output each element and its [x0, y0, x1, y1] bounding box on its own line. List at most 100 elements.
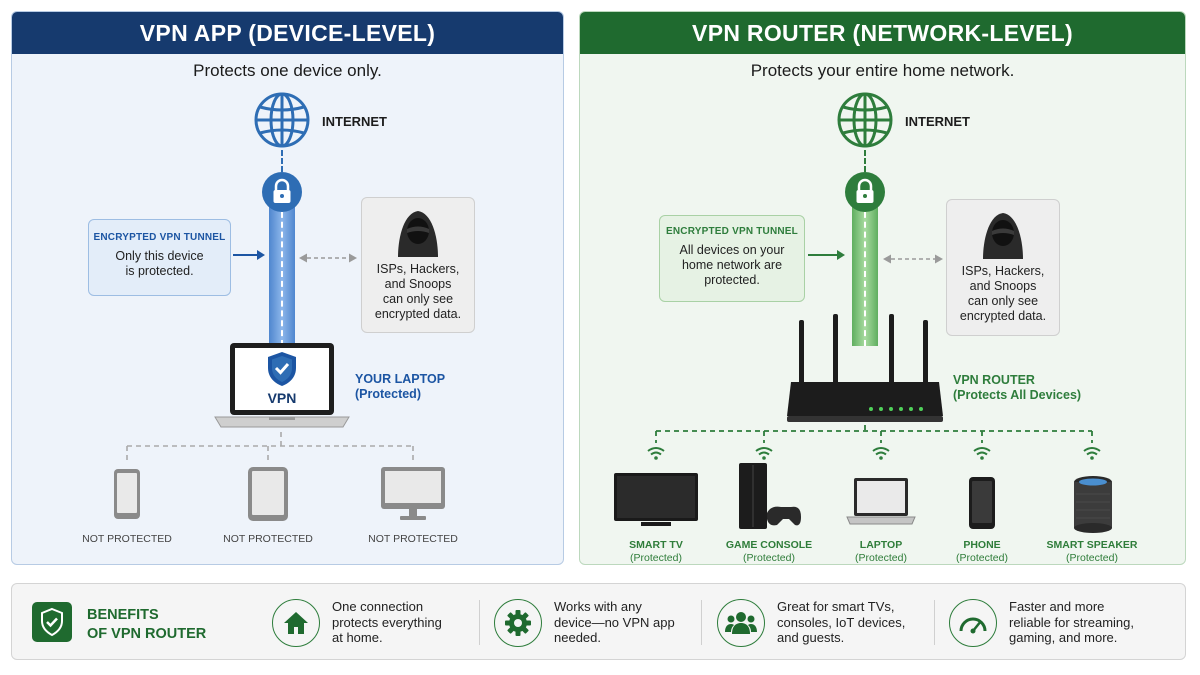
vpn-router-label: VPN ROUTER (Protects All Devices): [953, 373, 1081, 403]
monitor-icon: [381, 467, 445, 520]
callout-title: ENCRYPTED VPN TUNNEL: [666, 226, 798, 237]
device-status: (Protected): [1066, 552, 1118, 564]
hacker-icon: [983, 213, 1023, 259]
connection-line: [281, 150, 283, 172]
benefit-text: needed.: [554, 630, 601, 646]
globe-icon: [837, 92, 893, 148]
router-label-status: (Protects All Devices): [953, 388, 1082, 402]
users-icon: [717, 598, 765, 647]
hacker-text: encrypted data.: [959, 309, 1047, 323]
benefit-item: One connection protects everything at ho…: [272, 584, 442, 661]
vpn-router-panel-title: VPN ROUTER (NETWORK-LEVEL): [580, 12, 1185, 54]
device-connection-lines: [655, 425, 1093, 443]
benefit-text: Works with any: [554, 599, 642, 615]
phone-icon: [969, 477, 995, 529]
benefits-title-line: OF VPN ROUTER: [87, 626, 207, 642]
wifi-icon: [872, 447, 890, 460]
benefit-text: and guests.: [777, 630, 845, 646]
game-console-icon: [739, 463, 801, 529]
device-name: GAME CONSOLE: [725, 539, 813, 551]
benefit-text: at home.: [332, 630, 383, 646]
encrypted-tunnel-callout: ENCRYPTED VPN TUNNEL Only this device is…: [88, 219, 231, 296]
benefit-text: protects everything: [332, 614, 442, 630]
vpn-router-subtitle: Protects your entire home network.: [750, 61, 1015, 80]
benefit-item: Works with any device—no VPN app needed.: [494, 584, 675, 661]
benefit-text: Faster and more: [1009, 599, 1105, 615]
device-label: NOT PROTECTED: [223, 533, 313, 545]
hacker-text: ISPs, Hackers,: [961, 264, 1045, 278]
device-name: LAPTOP: [859, 539, 903, 551]
benefit-text: One connection: [332, 599, 424, 615]
benefit-item: Faster and more reliable for streaming, …: [949, 584, 1134, 661]
wifi-icon: [647, 447, 665, 460]
laptop-screen-text: VPN: [267, 390, 297, 406]
device-label: NOT PROTECTED: [82, 533, 172, 545]
device-name: SMART SPEAKER: [1046, 539, 1138, 551]
benefits-title-line: BENEFITS: [87, 607, 159, 623]
callout-text: protected.: [704, 273, 760, 287]
wifi-icon: [1083, 447, 1101, 460]
hacker-text: ISPs, Hackers,: [376, 262, 460, 276]
hacker-text: and Snoops: [384, 277, 452, 291]
internet-label: INTERNET: [322, 114, 387, 129]
vpn-app-subtitle: Protects one device only.: [193, 61, 382, 80]
laptop-label-status: (Protected): [355, 387, 421, 401]
benefits-bar: BENEFITS OF VPN ROUTER One connection pr…: [11, 583, 1186, 660]
device-connection-lines: [126, 432, 414, 460]
tablet-icon: [248, 467, 288, 521]
laptop-icon: [846, 478, 916, 525]
vpn-router-panel: VPN ROUTER (NETWORK-LEVEL) Protects your…: [579, 11, 1186, 565]
connection-line: [864, 150, 866, 172]
vpn-tunnel: [269, 202, 295, 346]
smart-speaker-label: SMART SPEAKER (Protected): [1032, 539, 1152, 564]
device-label: NOT PROTECTED: [368, 533, 458, 545]
hacker-icon: [398, 211, 438, 257]
hacker-text: encrypted data.: [374, 307, 462, 321]
laptop-label: LAPTOP (Protected): [821, 539, 941, 564]
wifi-icon: [755, 447, 773, 460]
benefit-item: Great for smart TVs, consoles, IoT devic…: [717, 584, 905, 661]
laptop-label-title: YOUR LAPTOP: [355, 372, 446, 386]
phone-icon: [114, 469, 140, 519]
hacker-text: can only see: [967, 294, 1039, 308]
phone-label: PHONE (Protected): [922, 539, 1042, 564]
divider: [934, 600, 935, 645]
callout-text: home network are: [681, 258, 783, 272]
router-label-title: VPN ROUTER: [953, 373, 1035, 387]
benefits-title: BENEFITS OF VPN ROUTER: [87, 606, 206, 644]
device-status: (Protected): [630, 552, 682, 564]
lock-icon: [845, 172, 885, 212]
globe-icon: [254, 92, 310, 148]
callout-text: Only this device: [115, 249, 204, 263]
vpn-tunnel: [852, 202, 878, 346]
your-laptop-label: YOUR LAPTOP (Protected): [355, 372, 445, 402]
divider: [701, 600, 702, 645]
shield-check-icon: [32, 602, 72, 642]
smart-speaker-icon: [1074, 476, 1112, 533]
hacker-callout: ISPs, Hackers, and Snoops can only see e…: [361, 197, 475, 333]
benefit-text: Great for smart TVs,: [777, 599, 895, 615]
wifi-icon: [973, 447, 991, 460]
home-icon: [272, 598, 320, 647]
game-console-label: GAME CONSOLE (Protected): [709, 539, 829, 564]
smart-tv-label: SMART TV (Protected): [596, 539, 716, 564]
device-name: PHONE: [963, 539, 1001, 551]
device-status: (Protected): [855, 552, 907, 564]
hacker-text: and Snoops: [969, 279, 1037, 293]
speedometer-icon: [949, 598, 997, 647]
benefit-text: gaming, and more.: [1009, 630, 1118, 646]
vpn-app-panel: VPN APP (DEVICE-LEVEL) Protects one devi…: [11, 11, 564, 565]
encrypted-tunnel-callout: ENCRYPTED VPN TUNNEL All devices on your…: [659, 215, 805, 302]
gear-icon: [494, 598, 542, 647]
tv-icon: [614, 473, 698, 526]
vpn-app-panel-title: VPN APP (DEVICE-LEVEL): [12, 12, 563, 54]
divider: [479, 600, 480, 645]
device-status: (Protected): [743, 552, 795, 564]
benefit-text: consoles, IoT devices,: [777, 614, 906, 630]
callout-title: ENCRYPTED VPN TUNNEL: [93, 232, 226, 243]
callout-text: is protected.: [125, 264, 194, 278]
benefit-text: reliable for streaming,: [1009, 614, 1134, 630]
shield-check-icon: [268, 352, 296, 386]
hacker-callout: ISPs, Hackers, and Snoops can only see e…: [946, 199, 1060, 336]
callout-text: All devices on your: [679, 243, 785, 257]
